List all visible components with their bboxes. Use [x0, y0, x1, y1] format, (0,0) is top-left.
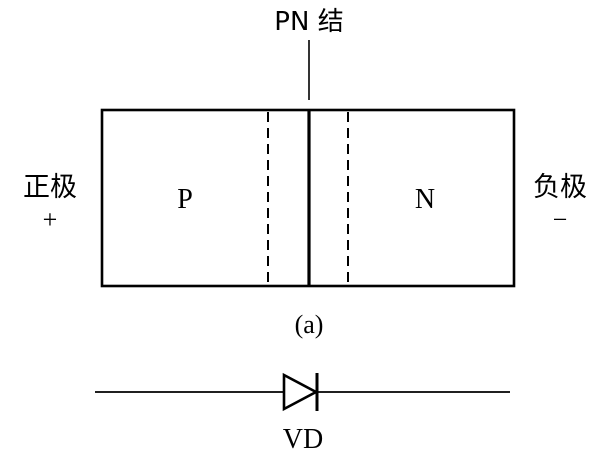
- negative-terminal-label: 负极: [533, 172, 587, 203]
- positive-terminal-label: 正极: [23, 172, 77, 203]
- subfigure-label: (a): [295, 310, 324, 339]
- pn-junction-label: PN 结: [274, 7, 343, 37]
- negative-sign: −: [553, 205, 568, 234]
- diode-anode-triangle-icon: [282, 372, 319, 412]
- n-region-label: N: [415, 184, 435, 215]
- p-region-label: P: [177, 184, 193, 215]
- diode-label: VD: [283, 424, 323, 455]
- positive-sign: +: [43, 205, 58, 234]
